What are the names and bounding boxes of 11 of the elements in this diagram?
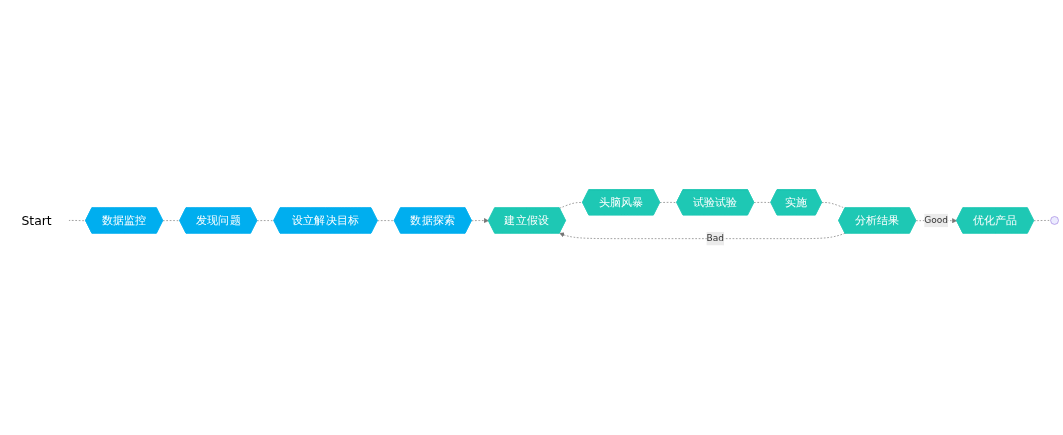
connector — [377, 220, 395, 222]
node-circle — [1050, 216, 1059, 225]
edge-label: Good — [924, 214, 949, 226]
connector — [256, 220, 275, 222]
connector — [659, 202, 678, 203]
connector — [68, 220, 87, 222]
edge-label: Bad — [706, 232, 724, 244]
node-text: Start — [21, 213, 52, 228]
connector — [753, 202, 772, 203]
connector — [162, 220, 181, 222]
connector — [1033, 220, 1051, 222]
